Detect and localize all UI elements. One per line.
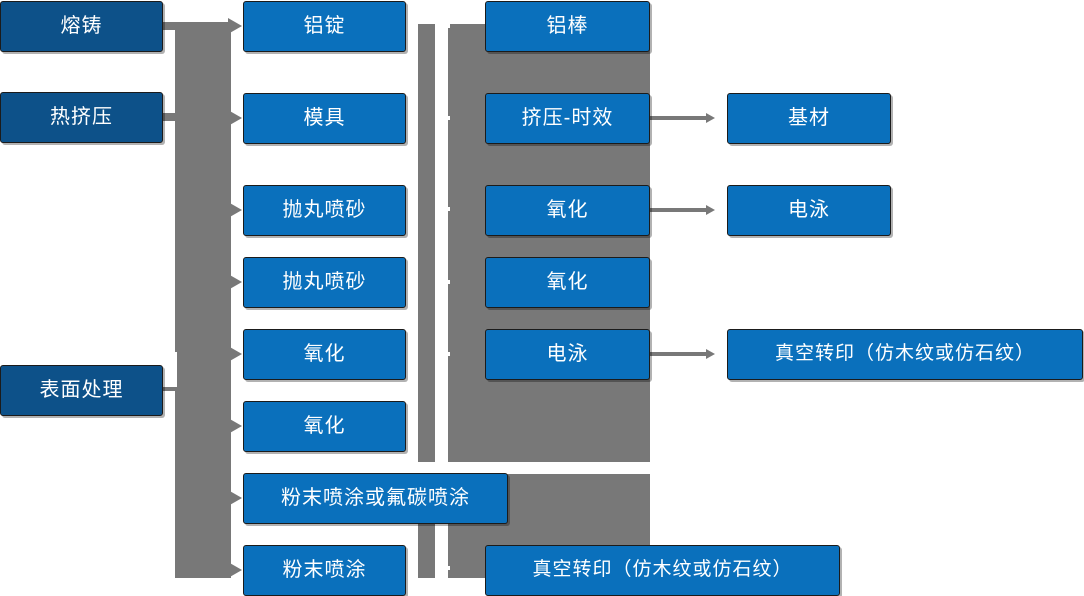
node-powder-or-pvdf[interactable]: 粉末喷涂或氟碳喷涂 — [243, 473, 508, 524]
connector-tick-2 — [435, 116, 450, 120]
node-shot-blast-2[interactable]: 抛丸喷砂 — [243, 257, 406, 308]
band-arrow-to-oxidation-2 — [228, 418, 242, 434]
node-substrate[interactable]: 基材 — [727, 93, 891, 144]
node-powder-coating[interactable]: 粉末喷涂 — [243, 545, 406, 596]
node-shot-blast-1[interactable]: 抛丸喷砂 — [243, 185, 406, 236]
node-label: 熔铸 — [60, 14, 103, 37]
band-arrow-to-powder-coating — [228, 562, 242, 578]
connector-tick-3 — [435, 207, 450, 211]
node-label: 电泳 — [546, 342, 589, 365]
node-oxidation-c3-2[interactable]: 氧化 — [485, 257, 650, 308]
node-electro-c4[interactable]: 电泳 — [727, 185, 891, 236]
node-label: 热挤压 — [50, 105, 113, 128]
band-arrow-to-powder-or-pvdf — [228, 490, 242, 506]
node-stage-melt-cast[interactable]: 熔铸 — [0, 1, 163, 52]
node-label: 表面处理 — [39, 378, 124, 401]
node-label: 模具 — [303, 106, 346, 129]
node-label: 挤压-时效 — [521, 106, 614, 129]
node-label: 铝棒 — [546, 14, 589, 37]
node-ingot[interactable]: 铝锭 — [243, 1, 406, 52]
node-label: 电泳 — [788, 198, 830, 221]
node-label: 真空转印（仿木纹或仿石纹） — [774, 343, 1035, 364]
node-label: 真空转印（仿木纹或仿石纹） — [532, 559, 793, 580]
band-arrow-to-shot-blast-2 — [228, 274, 242, 290]
connector-stub-hot-extrude — [163, 113, 177, 121]
connector-stub-melt-cast — [163, 22, 177, 30]
connector-block-col3-upper — [448, 24, 650, 462]
band-arrow-to-oxidation-1 — [228, 346, 242, 362]
connector-bar-mid-thin-upper — [418, 24, 435, 462]
link-line-to-electro — [650, 208, 706, 212]
node-label: 氧化 — [546, 270, 589, 293]
node-label: 基材 — [788, 106, 830, 129]
connector-notch-surface-treat — [163, 352, 177, 387]
node-label: 氧化 — [546, 198, 589, 221]
node-label: 氧化 — [303, 414, 346, 437]
node-vacuum-transfer-c3[interactable]: 真空转印（仿木纹或仿石纹） — [485, 545, 840, 596]
band-arrow-to-mold — [228, 110, 242, 126]
node-oxidation-c2-1[interactable]: 氧化 — [243, 329, 406, 380]
node-mold[interactable]: 模具 — [243, 93, 406, 144]
connector-tick-5 — [435, 352, 450, 356]
node-label: 粉末喷涂 — [282, 558, 367, 581]
connector-tick-6 — [435, 566, 450, 570]
node-label: 氧化 — [303, 342, 346, 365]
link-line-to-vacuum-transfer — [650, 352, 706, 356]
node-vacuum-transfer-c4[interactable]: 真空转印（仿木纹或仿石纹） — [727, 329, 1083, 380]
node-stage-surface-treat[interactable]: 表面处理 — [0, 365, 163, 416]
node-label: 粉末喷涂或氟碳喷涂 — [281, 486, 470, 509]
link-line-to-substrate — [650, 116, 706, 120]
node-oxidation-c2-2[interactable]: 氧化 — [243, 401, 406, 452]
node-label: 抛丸喷砂 — [282, 270, 367, 293]
link-arrow-to-vacuum-transfer — [706, 349, 715, 359]
link-arrow-to-substrate — [706, 113, 715, 123]
node-stage-hot-extrude[interactable]: 热挤压 — [0, 92, 163, 143]
node-electro-c3[interactable]: 电泳 — [485, 329, 650, 380]
band-arrow-to-ingot — [228, 18, 242, 34]
node-oxidation-c3-1[interactable]: 氧化 — [485, 185, 650, 236]
connector-band-left — [175, 22, 231, 578]
node-label: 铝锭 — [303, 14, 346, 37]
node-extrude-age[interactable]: 挤压-时效 — [485, 93, 650, 144]
node-al-bar[interactable]: 铝棒 — [485, 1, 650, 52]
node-label: 抛丸喷砂 — [282, 198, 367, 221]
link-arrow-to-electro — [706, 205, 715, 215]
band-arrow-to-shot-blast-1 — [228, 202, 242, 218]
connector-tick-4 — [435, 280, 450, 284]
connector-stub-surface-treat — [163, 387, 177, 391]
connector-tick-1 — [435, 24, 450, 28]
